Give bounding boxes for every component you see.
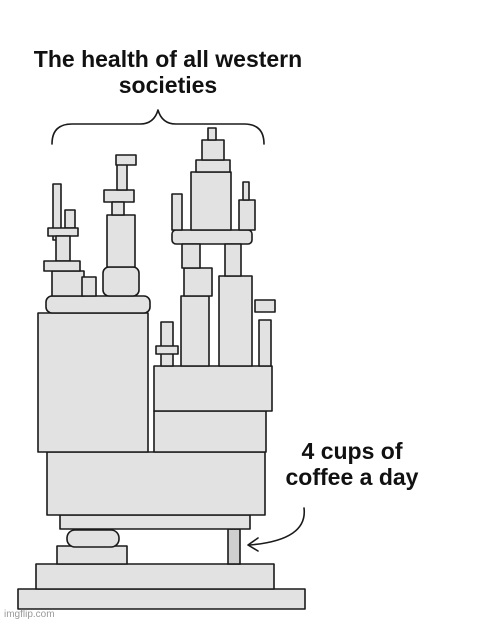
top-caption-line-1: The health of all western — [33, 46, 303, 72]
right-mid-block-lower — [153, 410, 267, 453]
right-top-post — [207, 127, 217, 141]
left-small-cube-b — [81, 276, 97, 297]
right-top-cube — [201, 139, 225, 161]
left-rounded-block — [102, 266, 140, 297]
right-mid-block-upper — [153, 365, 273, 412]
base-slab-upper — [35, 563, 275, 590]
base-slab-bottom — [17, 588, 306, 610]
left-crossbar — [47, 227, 79, 237]
curly-brace — [51, 109, 265, 145]
right-tower-base-a — [180, 295, 210, 367]
imgflip-watermark: imgflip.com — [4, 609, 55, 620]
left-small-cube-a — [51, 270, 85, 297]
right-main-body — [190, 171, 232, 231]
right-column-2 — [224, 243, 242, 277]
coffee-arrow — [249, 507, 305, 546]
left-tall-block — [106, 214, 136, 268]
top-caption: The health of all western societies — [0, 46, 336, 99]
left-cap-slab — [45, 295, 151, 314]
left-spire-stem — [111, 201, 125, 216]
left-large-block — [37, 312, 149, 453]
right-edge-post — [258, 319, 272, 367]
right-upper-slab — [195, 159, 231, 173]
left-thin-post-2 — [64, 209, 76, 229]
top-caption-line-2: societies — [118, 72, 218, 99]
thin-beam-layer — [59, 514, 251, 530]
right-wide-slab — [171, 229, 253, 245]
right-edge-cube — [254, 299, 276, 313]
support-wide-block — [56, 545, 128, 565]
left-mini-tower — [55, 235, 71, 262]
left-mini-slab — [43, 260, 81, 272]
side-caption-line-2: coffee a day — [285, 464, 419, 491]
coffee-support-block — [227, 528, 241, 565]
right-mid-stack — [183, 267, 213, 297]
big-base-block — [46, 451, 266, 516]
right-left-post — [171, 193, 183, 231]
left-spire-cap — [103, 189, 135, 203]
right-column — [181, 243, 201, 269]
right-tower-base-b — [218, 275, 253, 367]
left-spire-top — [116, 162, 128, 191]
coffee-arrowhead — [247, 537, 259, 552]
right-small-cross — [155, 345, 179, 355]
side-caption-line-1: 4 cups of — [301, 438, 403, 464]
support-round-block — [66, 529, 120, 548]
right-side-post — [242, 181, 250, 201]
left-spire-knob — [115, 154, 137, 166]
side-caption: 4 cups of coffee a day — [262, 438, 442, 491]
right-small-post — [160, 321, 174, 367]
right-side-tower — [238, 199, 256, 231]
